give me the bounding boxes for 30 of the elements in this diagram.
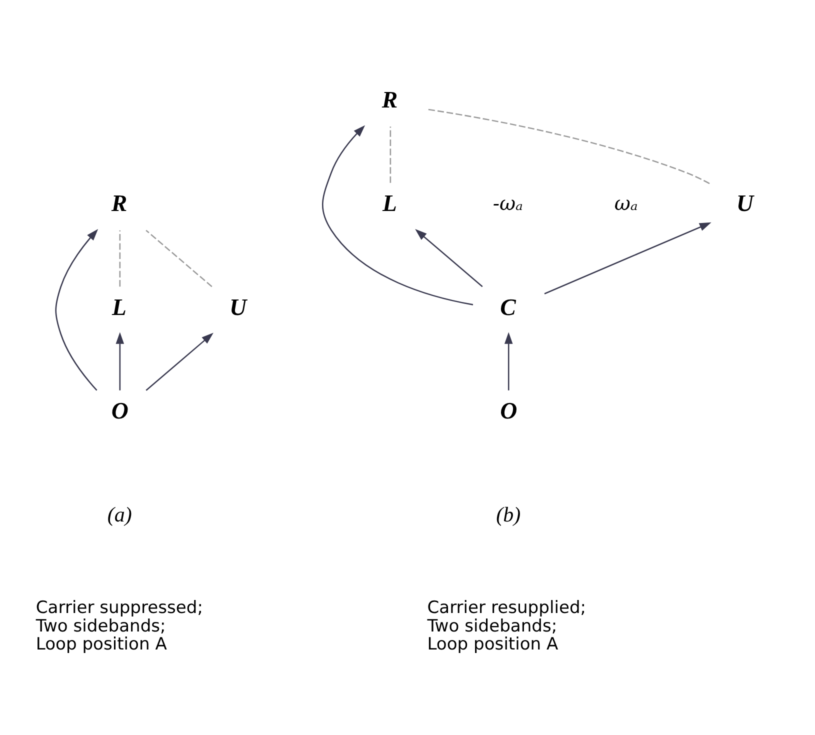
arrow [55,228,98,391]
connector [146,230,212,288]
label: Loop position A [36,634,167,655]
label: Two sidebands; [427,616,558,636]
label: Loop position A [427,634,558,655]
label: Carrier resupplied; [427,598,586,618]
node-text: L [382,191,397,218]
label: (b) [496,502,521,527]
node-text: C [500,294,516,321]
label: ωₐ [614,192,638,215]
arrow [146,332,214,391]
node-text: L [112,294,126,321]
arrow [415,229,483,288]
label: (a) [107,502,132,527]
arrow [504,332,513,390]
node-text: U [736,191,754,218]
node-text: R [111,191,128,218]
node-text: U [230,294,247,321]
node-text: R [382,87,398,114]
node-text: O [111,398,128,425]
label: Carrier suppressed; [36,598,204,618]
arrow [544,222,712,294]
node-text: O [500,398,518,425]
label: -ωₐ [492,192,523,215]
arrow [116,332,124,390]
connector [119,230,121,287]
arrow [322,125,474,306]
connector [426,108,710,184]
label: Two sidebands; [36,616,166,636]
connector [390,126,392,183]
